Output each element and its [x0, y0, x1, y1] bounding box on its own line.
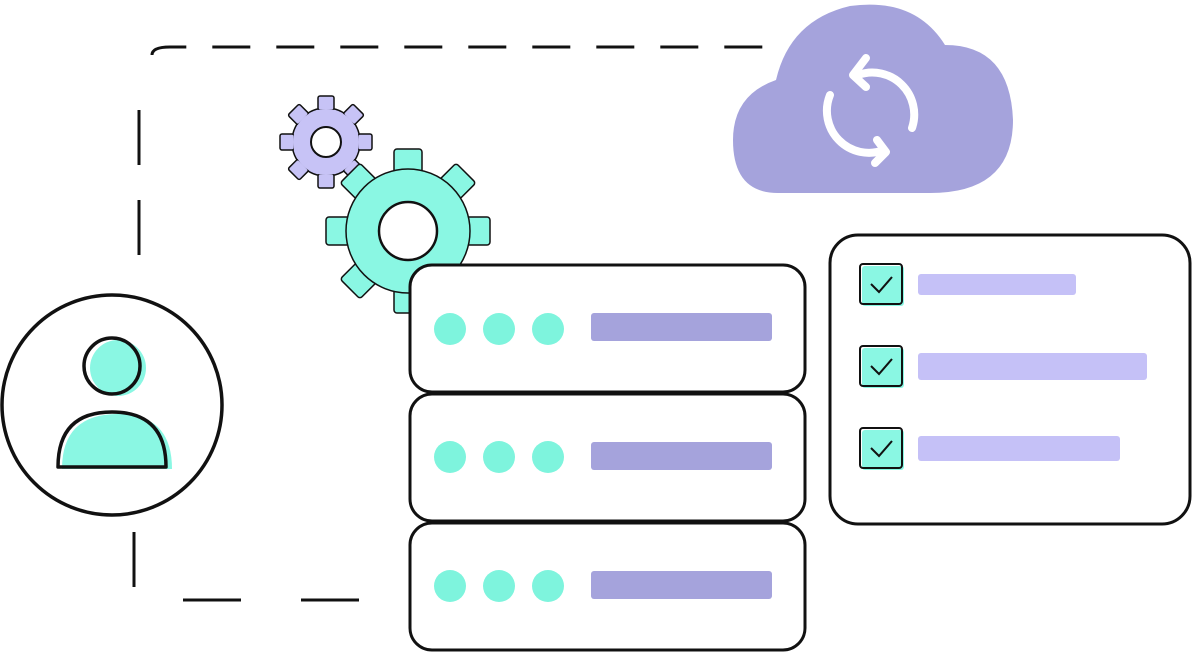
server-row-2 — [408, 392, 807, 523]
user-avatar-icon — [0, 293, 224, 517]
checklist-item-3 — [859, 427, 1120, 470]
checklist-card — [828, 233, 1192, 526]
server-stack — [408, 263, 807, 652]
refresh-arrows-icon — [822, 54, 919, 167]
server-row-1 — [408, 263, 807, 394]
status-dot — [434, 570, 466, 602]
status-dot — [532, 570, 564, 602]
checkbox-check-icon — [870, 276, 893, 294]
checklist-text-bar — [918, 274, 1076, 295]
server-label-bar — [591, 442, 772, 470]
gear-small-icon — [279, 95, 373, 189]
server-label-bar — [591, 313, 772, 341]
checklist-text-bar — [918, 436, 1120, 461]
status-dot — [532, 441, 564, 473]
checklist-item-2 — [859, 345, 1147, 388]
checklist-item-1 — [859, 263, 1076, 306]
server-label-bar — [591, 571, 772, 599]
status-dot — [434, 313, 466, 345]
status-dot — [483, 570, 515, 602]
status-dot — [434, 441, 466, 473]
checkbox-check-icon — [870, 440, 893, 458]
status-dot — [483, 313, 515, 345]
cloud-sync-icon — [733, 4, 1013, 193]
status-dot — [532, 313, 564, 345]
checklist-text-bar — [918, 353, 1147, 380]
checkbox-check-icon — [870, 358, 893, 376]
server-row-3 — [408, 521, 807, 652]
status-dot — [483, 441, 515, 473]
dashed-connector — [132, 45, 770, 602]
gear-large-icon — [325, 148, 491, 314]
